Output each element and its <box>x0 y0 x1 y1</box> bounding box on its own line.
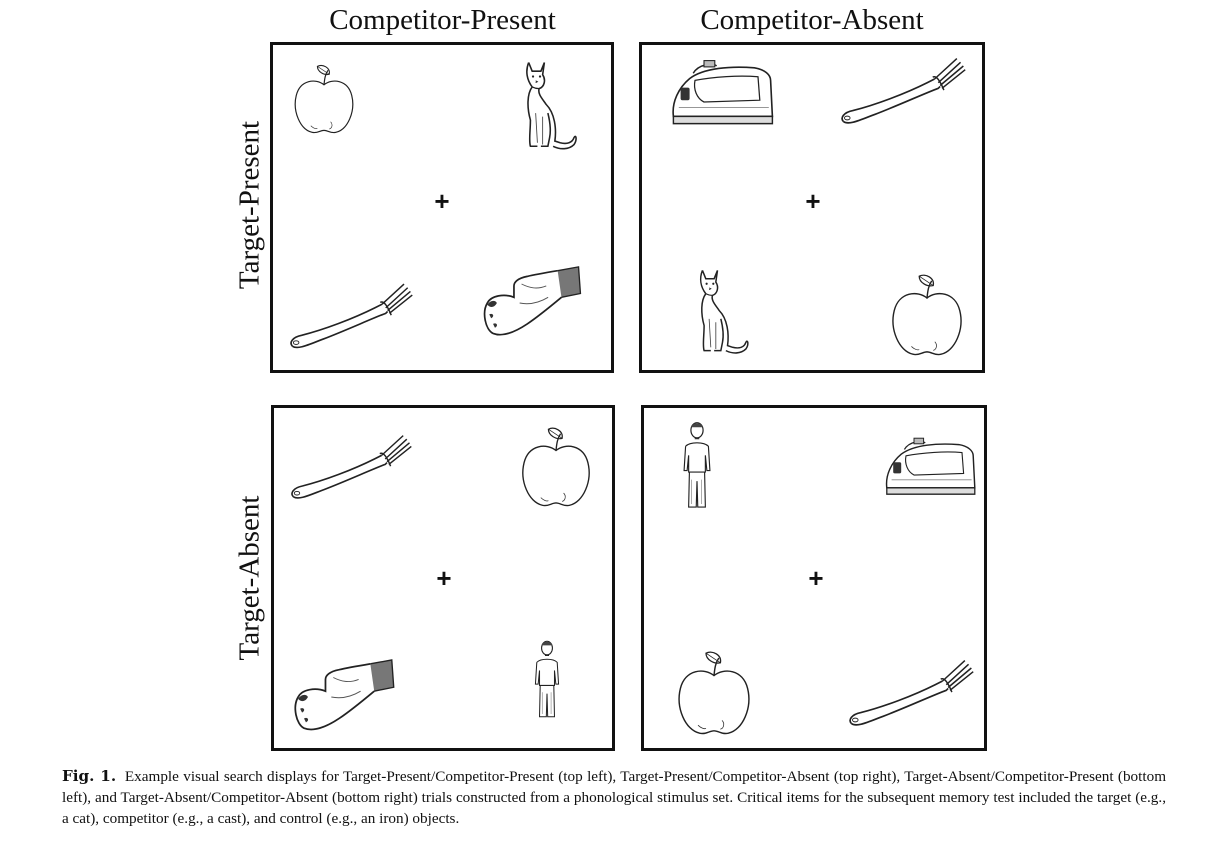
display-panel-target-present-competitor-present: + <box>270 42 614 373</box>
apple-drawing <box>291 53 357 147</box>
fork-drawing <box>838 53 968 131</box>
display-panel-target-absent-competitor-present: + <box>271 405 615 751</box>
figure-caption: Fig. 1. Example visual search displays f… <box>62 766 1166 829</box>
apple-drawing <box>518 422 594 514</box>
caption-text: Example visual search displays for Targe… <box>62 768 1167 827</box>
fork-drawing <box>288 430 414 506</box>
row-header-target-absent: Target-Absent <box>233 495 266 661</box>
iron-drawing <box>882 432 978 502</box>
fork-drawing <box>846 656 976 732</box>
column-header-competitor-absent: Competitor-Absent <box>700 4 924 36</box>
cast-drawing <box>288 658 400 736</box>
cat-drawing <box>511 59 583 155</box>
display-panel-target-absent-competitor-absent: + <box>641 405 987 751</box>
cast-drawing <box>473 265 591 341</box>
display-panel-target-present-competitor-absent: + <box>639 42 985 373</box>
fixation-cross: + <box>436 563 452 593</box>
fixation-cross: + <box>805 186 821 216</box>
cat-drawing <box>684 267 756 359</box>
iron-drawing <box>666 57 778 129</box>
apple-drawing <box>674 646 754 742</box>
fork-drawing <box>287 279 415 355</box>
row-header-target-present: Target-Present <box>233 120 266 290</box>
figure-label: Fig. 1. <box>62 767 117 785</box>
apple-drawing <box>888 271 966 361</box>
boy-drawing <box>530 632 564 728</box>
boy-drawing <box>678 416 716 516</box>
fixation-cross: + <box>808 563 824 593</box>
column-header-competitor-present: Competitor-Present <box>329 4 556 36</box>
fixation-cross: + <box>434 186 450 216</box>
